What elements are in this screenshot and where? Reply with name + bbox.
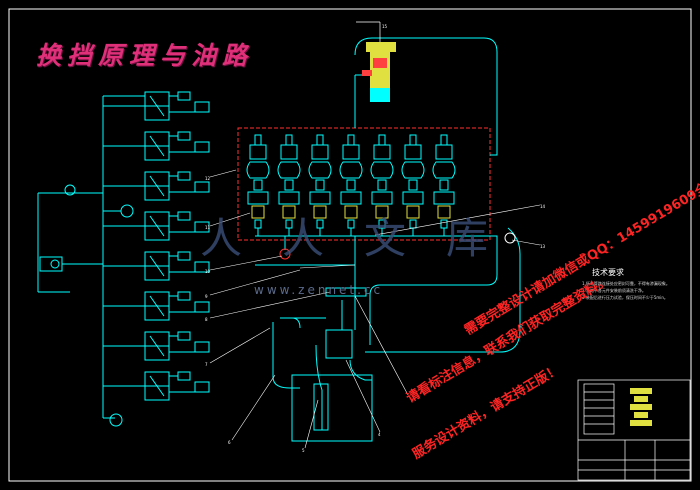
- tech-requirement-line: 2.油路中各元件安装前须清洗干净。: [582, 288, 646, 293]
- tech-requirements-title: 技术要求: [592, 268, 624, 277]
- logo-watermark: 人人文库: [200, 214, 529, 263]
- callout-label: 7: [205, 362, 208, 367]
- tech-requirement-line: 3.装配后进行压力试验，保压时间不少于5min。: [582, 295, 668, 300]
- callout-label: 8: [205, 317, 208, 322]
- directional-valve-symbol: [103, 331, 210, 361]
- tech-requirement-line: 1.所有管路连接处应密封可靠，不得有渗漏现象。: [582, 281, 670, 286]
- title-block-emblem: [630, 388, 652, 426]
- main-oil-lines: [255, 37, 521, 442]
- directional-valve-symbol: [103, 171, 210, 201]
- callout-label: 14: [540, 204, 546, 209]
- shift-cylinder-group-boundary: [237, 127, 491, 241]
- site-watermark: www.zennet.cc: [254, 283, 384, 297]
- shift-cylinder-unit: [370, 134, 394, 236]
- shift-cylinder-array: [246, 134, 456, 236]
- shift-cylinder-unit: [401, 134, 425, 236]
- callout-label: 6: [228, 440, 231, 445]
- directional-valve-symbol: [103, 291, 210, 321]
- leader-lines: [209, 169, 541, 449]
- callout-label: 9: [205, 294, 208, 299]
- shift-cylinder-unit: [432, 134, 456, 236]
- valve-stack: [37, 91, 210, 427]
- shift-cylinder-unit: [246, 134, 270, 236]
- callout-label: 10: [205, 269, 211, 274]
- directional-valve-symbol: [103, 251, 210, 281]
- drawing-border: [8, 8, 692, 482]
- directional-valve-symbol: [103, 371, 210, 401]
- top-solenoid-valve: [356, 21, 396, 102]
- shift-cylinder-unit: [308, 134, 332, 236]
- callout-label: 15: [382, 24, 388, 29]
- title-block: [577, 379, 691, 481]
- directional-valve-symbol: [103, 131, 210, 161]
- callout-label: 11: [205, 225, 211, 230]
- callout-label: 5: [302, 448, 305, 453]
- callout-label: 4: [378, 432, 381, 437]
- directional-valve-symbol: [103, 91, 210, 121]
- callout-label: 12: [205, 176, 211, 181]
- directional-valve-symbol: [103, 211, 210, 241]
- shift-cylinder-unit: [277, 134, 301, 236]
- drawing-title: 换挡原理与油路: [36, 41, 254, 70]
- shift-cylinder-unit: [339, 134, 363, 236]
- callout-label: 13: [540, 244, 546, 249]
